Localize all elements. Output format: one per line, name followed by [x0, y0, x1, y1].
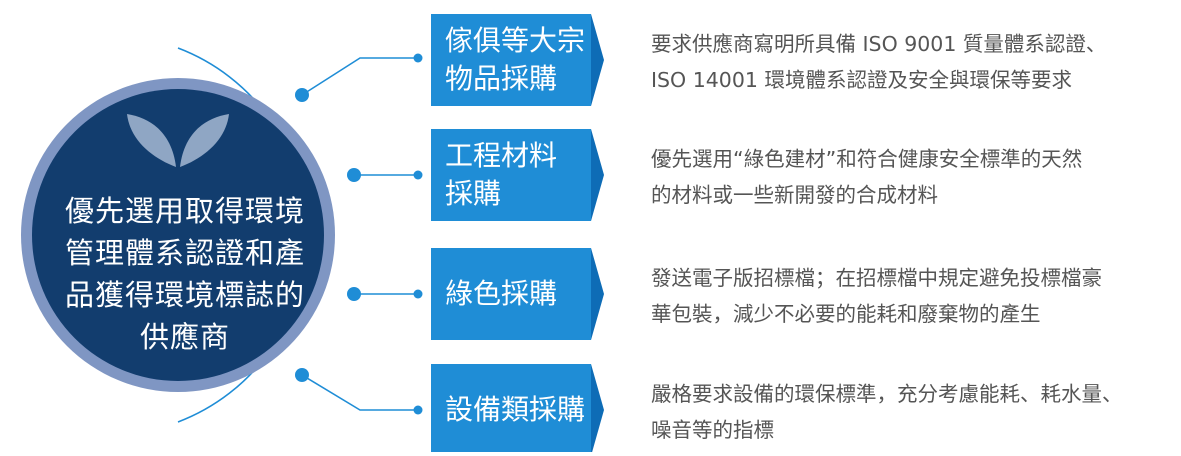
label-box-3: [431, 248, 604, 340]
label-green-procurement: 綠色採購: [445, 277, 558, 310]
connector-2: [347, 168, 423, 182]
description-green-procurement: 發送電子版招標檔；在招標檔中規定避免投標檔豪 華包裝，減少不必要的能耗和廢棄物的…: [651, 266, 1102, 326]
connector-1: [295, 53, 423, 102]
label-box-4: [431, 364, 604, 452]
label-box-1: [431, 14, 604, 106]
label-construction-material-procurement: 工程材料 採購: [445, 139, 558, 210]
center-circle: [32, 89, 324, 381]
label-furniture-procurement: 傢俱等大宗 物品採購: [445, 24, 586, 95]
description-construction-material-procurement: 優先選用“綠色建材”和符合健康安全標準的天然 的材料或一些新開發的合成材料: [651, 147, 1083, 207]
connector-4: [295, 368, 423, 415]
center-text: 優先選用取得環境 管理體系認證和產 品獲得環境標誌的 供應商: [64, 194, 305, 354]
label-equipment-procurement: 設備類採購: [445, 393, 586, 426]
label-box-2: [431, 129, 604, 221]
description-equipment-procurement: 嚴格要求設備的環保標準，充分考慮能耗、耗水量、 噪音等的指標: [651, 382, 1123, 442]
leaves-icon: [127, 114, 229, 167]
connector-3: [347, 287, 423, 301]
description-furniture-procurement: 要求供應商寫明所具備 ISO 9001 質量體系認證、 ISO 14001 環境…: [651, 32, 1107, 92]
